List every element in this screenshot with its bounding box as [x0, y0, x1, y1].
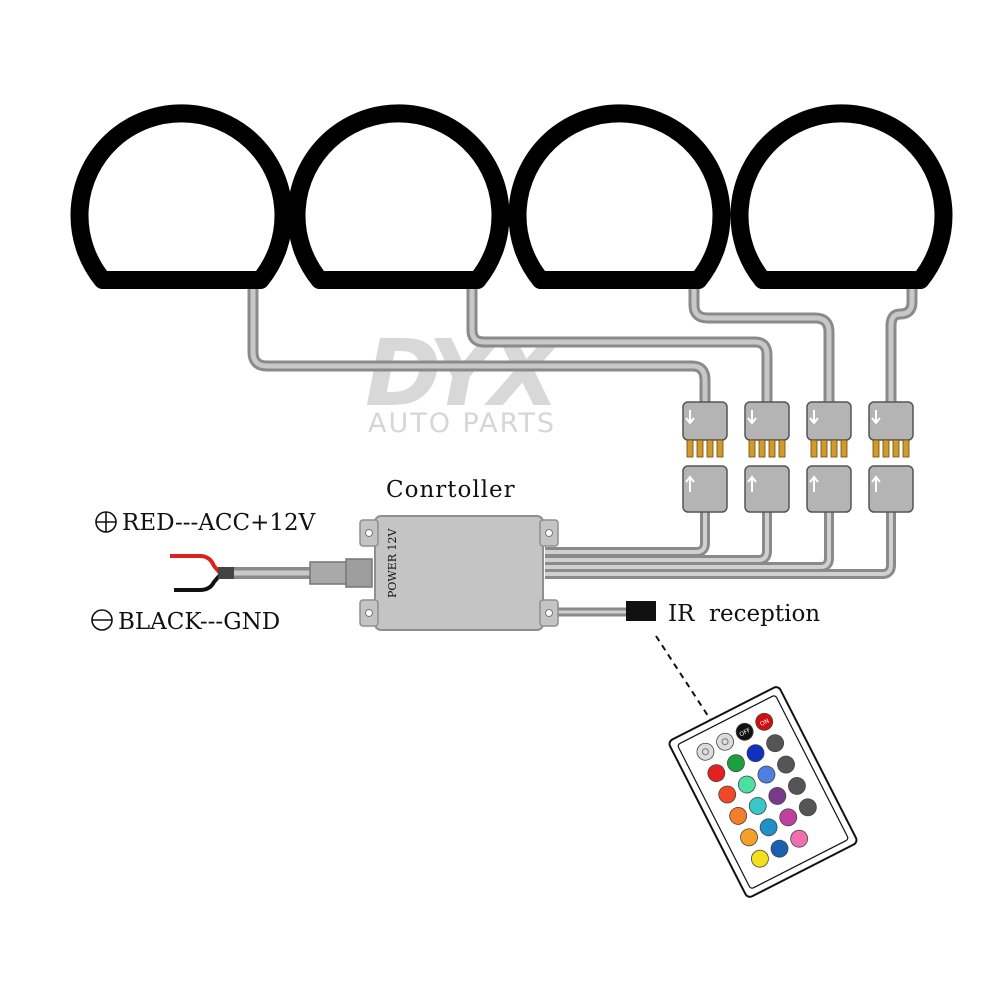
remote-button[interactable] — [735, 773, 758, 796]
controller-body — [374, 515, 544, 631]
remote-button[interactable] — [748, 847, 771, 870]
power-marking: POWER 12V — [386, 527, 399, 598]
positive-terminal: RED---ACC+12V — [95, 510, 316, 536]
ring-4 — [730, 104, 953, 289]
connector-2 — [744, 401, 790, 513]
remote-button[interactable] — [764, 732, 787, 755]
remote-button[interactable] — [768, 837, 791, 860]
remote-button[interactable] — [694, 740, 717, 763]
connector-1 — [682, 401, 728, 513]
positive-wire-label: RED---ACC+12V — [122, 510, 316, 536]
negative-wire-label: BLACK---GND — [118, 609, 280, 635]
power-wires — [170, 554, 234, 592]
remote-button[interactable] — [738, 826, 761, 849]
remote-button[interactable] — [725, 752, 748, 775]
remote-control: OFF ON — [668, 686, 858, 898]
watermark-subtitle: AUTO PARTS — [368, 408, 556, 439]
ring-cables — [247, 279, 918, 408]
remote-button-label: OFF — [738, 727, 752, 739]
remote-button[interactable] — [775, 753, 798, 776]
ir-label: IR reception — [668, 601, 820, 627]
sun-down-icon — [701, 748, 709, 756]
power-plug — [309, 558, 373, 588]
controller-cables — [232, 512, 896, 617]
red-wire — [170, 554, 222, 575]
remote-button-label: ON — [759, 717, 770, 727]
remote-button[interactable] — [766, 784, 789, 807]
connector-4 — [868, 401, 914, 513]
ring-1 — [70, 104, 293, 289]
remote-body — [668, 686, 858, 898]
remote-button[interactable] — [796, 796, 819, 819]
ring-2 — [287, 104, 510, 289]
remote-button[interactable] — [714, 730, 737, 753]
rings — [70, 104, 953, 289]
controller-label: Conrtoller — [386, 477, 516, 503]
controller: POWER 12V — [359, 515, 559, 631]
remote-button[interactable] — [705, 762, 728, 785]
black-wire — [174, 573, 222, 592]
remote-button[interactable] — [786, 774, 809, 797]
remote-button[interactable] — [733, 720, 756, 743]
negative-terminal: BLACK---GND — [91, 609, 280, 635]
remote-button[interactable] — [755, 763, 778, 786]
ir-receiver — [626, 601, 656, 621]
connectors — [682, 401, 914, 513]
sun-up-icon — [721, 738, 729, 746]
ir-signal-line — [655, 635, 713, 723]
connector-3 — [806, 401, 852, 513]
ring-3 — [508, 104, 731, 289]
remote-button[interactable] — [757, 816, 780, 839]
output-cable-1 — [545, 512, 710, 557]
remote-button[interactable] — [744, 742, 767, 765]
remote-button[interactable] — [777, 806, 800, 829]
remote-button[interactable] — [753, 710, 776, 733]
ring-4-cable — [885, 279, 918, 408]
remote-button[interactable] — [788, 827, 811, 850]
remote-button[interactable] — [746, 794, 769, 817]
remote-button[interactable] — [727, 804, 750, 827]
remote-button[interactable] — [716, 783, 739, 806]
